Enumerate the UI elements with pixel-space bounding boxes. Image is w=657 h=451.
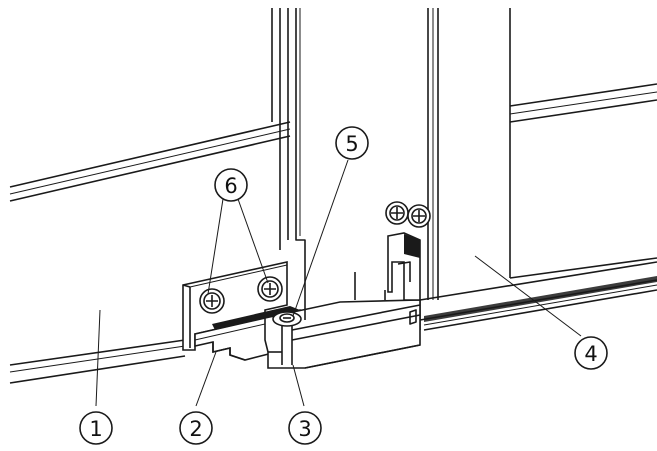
callout-5: 5 [335, 126, 369, 160]
right-cabinet [419, 83, 657, 331]
screw-icon [385, 201, 409, 225]
callout-2-label: 2 [189, 417, 202, 441]
callout-4: 4 [574, 336, 608, 370]
callout-3: 3 [288, 411, 322, 445]
callout-3-label: 3 [298, 417, 311, 441]
screw-icon [257, 276, 283, 302]
latch-hook [387, 232, 421, 301]
callout-1: 1 [79, 411, 113, 445]
screw-icon [199, 288, 225, 314]
callout-1-label: 1 [89, 417, 102, 441]
screw-icon [407, 204, 431, 228]
callout-5-label: 5 [345, 132, 358, 156]
callout-6-label: 6 [224, 174, 237, 198]
set-screw-icon [272, 311, 302, 327]
callout-2: 2 [179, 411, 213, 445]
leader-lines [95, 159, 582, 407]
vertical-posts [271, 8, 511, 300]
callout-6: 6 [214, 168, 248, 202]
slide-carriage [264, 262, 421, 369]
callout-4-label: 4 [584, 342, 597, 366]
